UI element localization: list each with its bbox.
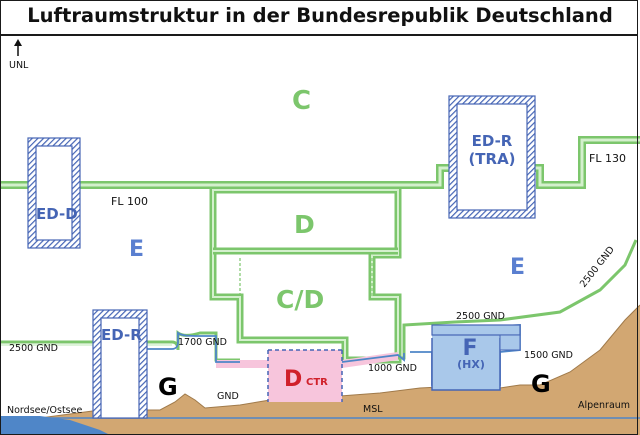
unl-arrow-icon [14,39,22,56]
ed-d-box [27,137,81,249]
gnd1000-label: 1000 GND [368,363,417,374]
ed-r-tra-label-line1: ED-R [471,132,513,150]
class-e-right-label: E [510,255,526,280]
ed-r-left-box [92,309,148,419]
alpenraum-label: Alpenraum [578,400,631,411]
ed-r-left-label: ED-R [101,326,142,344]
page-title: Luftraumstruktur in der Bundesrepublik D… [27,4,613,27]
gnd1500-label: 1500 GND [524,350,573,361]
class-f-label: F [462,336,478,361]
d-ctr-main-label: D [284,367,303,392]
class-d-label: D [294,210,315,239]
ed-r-tra-box [448,95,536,219]
title-bar [0,0,638,36]
gnd2500-mid-label: 2500 GND [456,311,505,322]
class-e-left-label: E [129,237,145,262]
class-c-label: C [292,86,312,116]
class-f-box [431,324,521,391]
class-g-left-label: G [158,373,178,401]
class-g-right-label: G [531,370,551,398]
msl-label: MSL [363,404,383,415]
fl100-label: FL 100 [111,195,148,208]
nordsee-label: Nordsee/Ostsee [7,405,83,416]
fl130-label: FL 130 [589,152,626,165]
fl-boundary-line [0,136,640,189]
gnd1700-label: 1700 GND [178,337,227,348]
d-ctr-box [267,349,343,402]
unl-label: UNL [9,60,29,71]
d-ctr-sub-label: CTR [306,377,328,388]
class-cd-label: C/D [276,285,325,314]
sea [0,416,110,435]
gnd2500-left-label: 2500 GND [9,343,58,354]
ed-r-tra-label-line2: (TRA) [468,150,516,168]
ed-d-label: ED-D [36,205,78,223]
gnd-label: GND [217,391,239,402]
class-f-sub-label: (HX) [457,358,485,371]
